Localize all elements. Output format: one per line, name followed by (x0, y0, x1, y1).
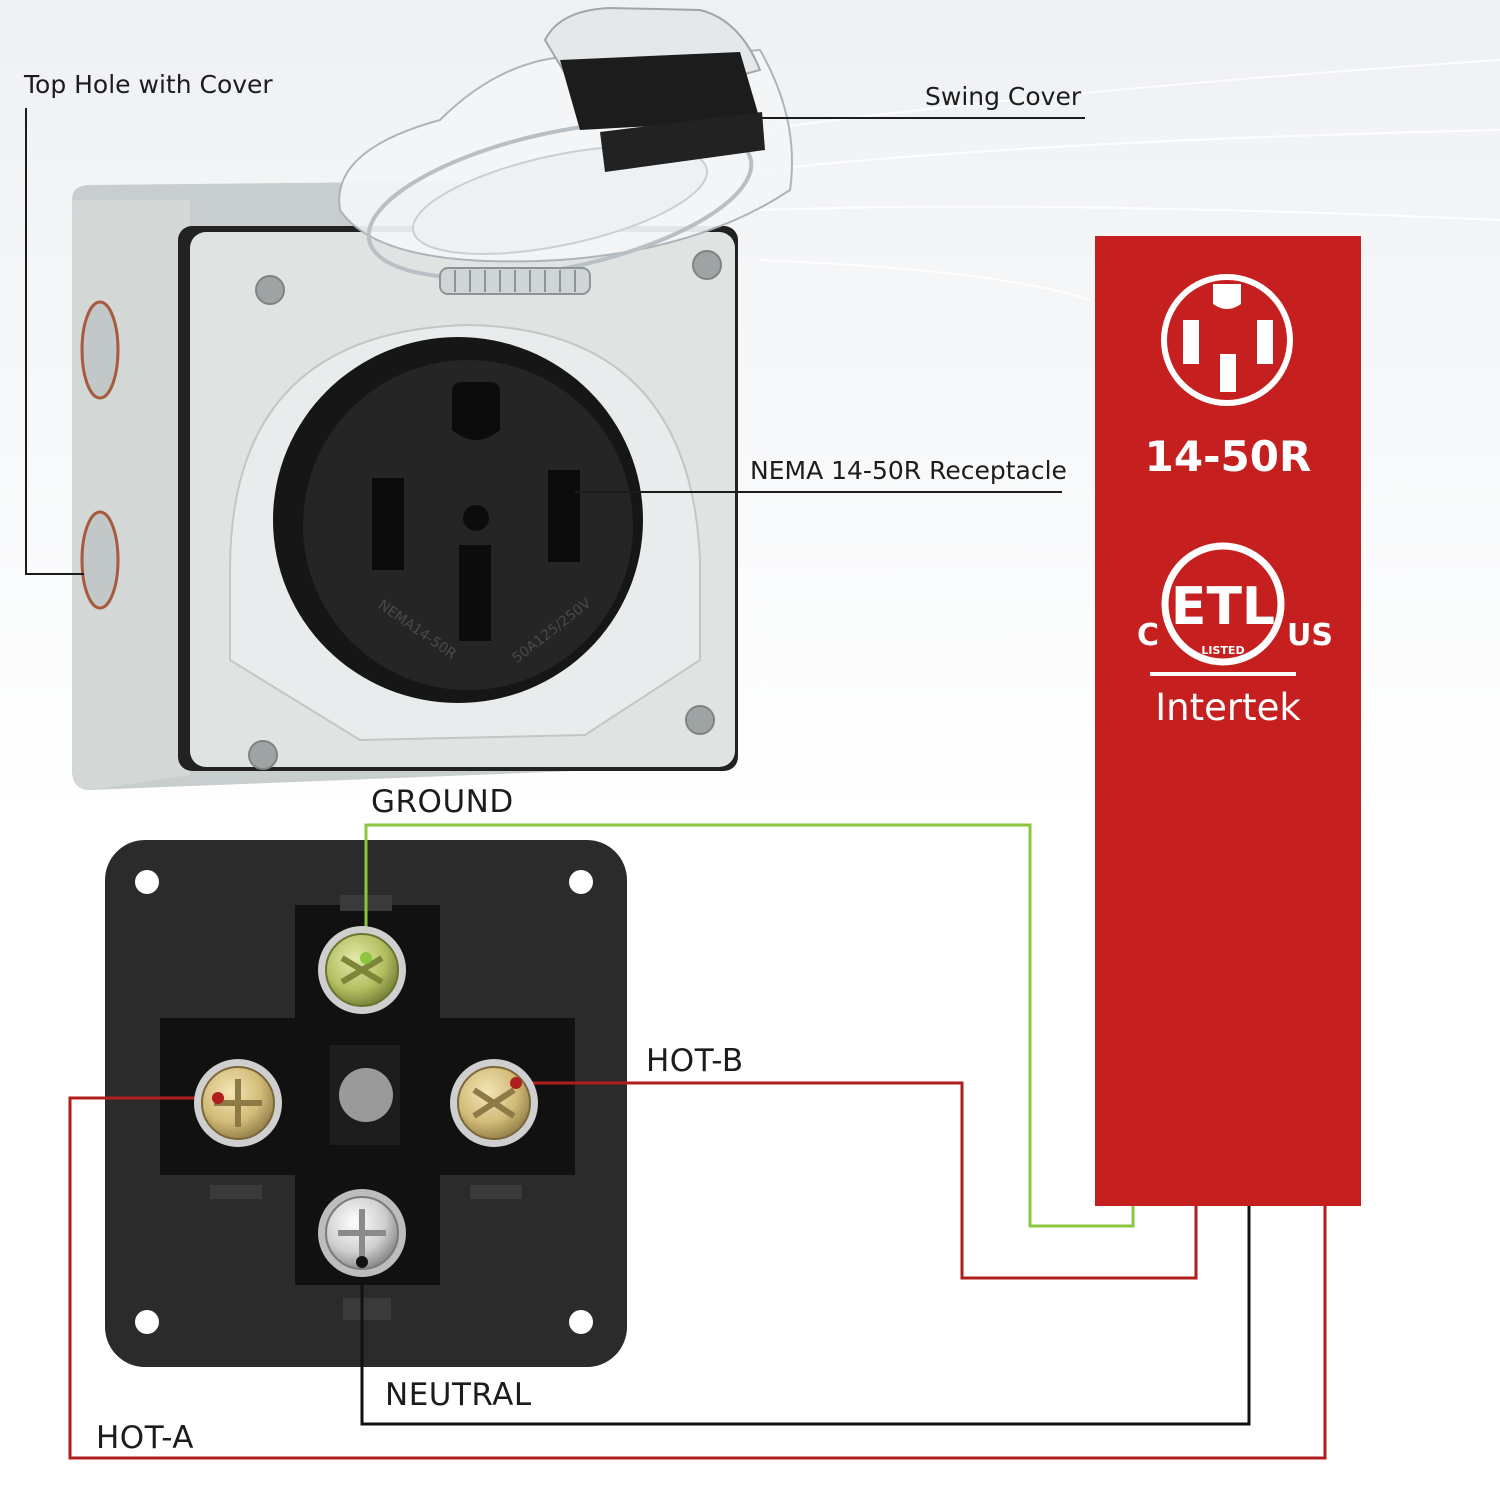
intertek-label: Intertek (1155, 686, 1301, 729)
terminal-screws (194, 926, 538, 1277)
hot-slot-right (548, 470, 580, 562)
plate-hole-top-left (135, 870, 159, 894)
etl-listed-text: LISTED (1201, 644, 1244, 657)
wire-hot-a (68, 1096, 1327, 1460)
nema-receptacle: NEMA14-50R 50A125/250V (273, 337, 643, 703)
label-neutral: NEUTRAL (385, 1377, 532, 1413)
wires (68, 823, 1327, 1460)
hot-a-screw (194, 1059, 282, 1147)
label-swing-cover: Swing Cover (925, 82, 1082, 111)
label-receptacle: NEMA 14-50R Receptacle (750, 456, 1067, 485)
wire-hot-b (510, 1081, 1198, 1280)
ground-screw (318, 926, 406, 1014)
label-top-hole: Top Hole with Cover (24, 70, 273, 99)
label-hot-b: HOT-B (646, 1043, 744, 1079)
plate-hole-bottom-right (569, 1310, 593, 1334)
ground-slot (452, 382, 500, 440)
cert-c: C (1137, 618, 1160, 653)
panel-graphics: ETL LISTED (1150, 274, 1296, 676)
plate-hole-top-right (569, 870, 593, 894)
spec-panel: ETL LISTED 14-50R C US Intertek (1095, 236, 1361, 1206)
nema-14-50-outlet-icon (1161, 274, 1293, 406)
knockout-holes (80, 300, 120, 610)
swing-cover (338, 6, 793, 295)
hot-slot-left (372, 478, 404, 570)
label-hot-a: HOT-A (96, 1420, 195, 1456)
hot-b-screw (450, 1059, 538, 1147)
wire-ground (364, 823, 1135, 1228)
center-hole (463, 505, 489, 531)
leader-top-hole (25, 108, 84, 575)
neutral-screw (318, 1189, 406, 1277)
plate-hole-bottom-left (135, 1310, 159, 1334)
wire-terminal-dots (212, 952, 522, 1268)
neutral-slot (459, 545, 491, 641)
terminal-plate (105, 840, 627, 1367)
etl-mark-text: ETL (1171, 577, 1275, 637)
leader-lines (25, 108, 1085, 575)
rating-label: 14-50R (1144, 432, 1312, 481)
label-ground: GROUND (371, 784, 514, 820)
etl-listed-logo: ETL LISTED (1150, 542, 1296, 676)
mounting-screw-holes (248, 250, 722, 770)
center-post (339, 1068, 393, 1122)
cert-us: US (1287, 618, 1333, 653)
wire-neutral (360, 1206, 1251, 1426)
